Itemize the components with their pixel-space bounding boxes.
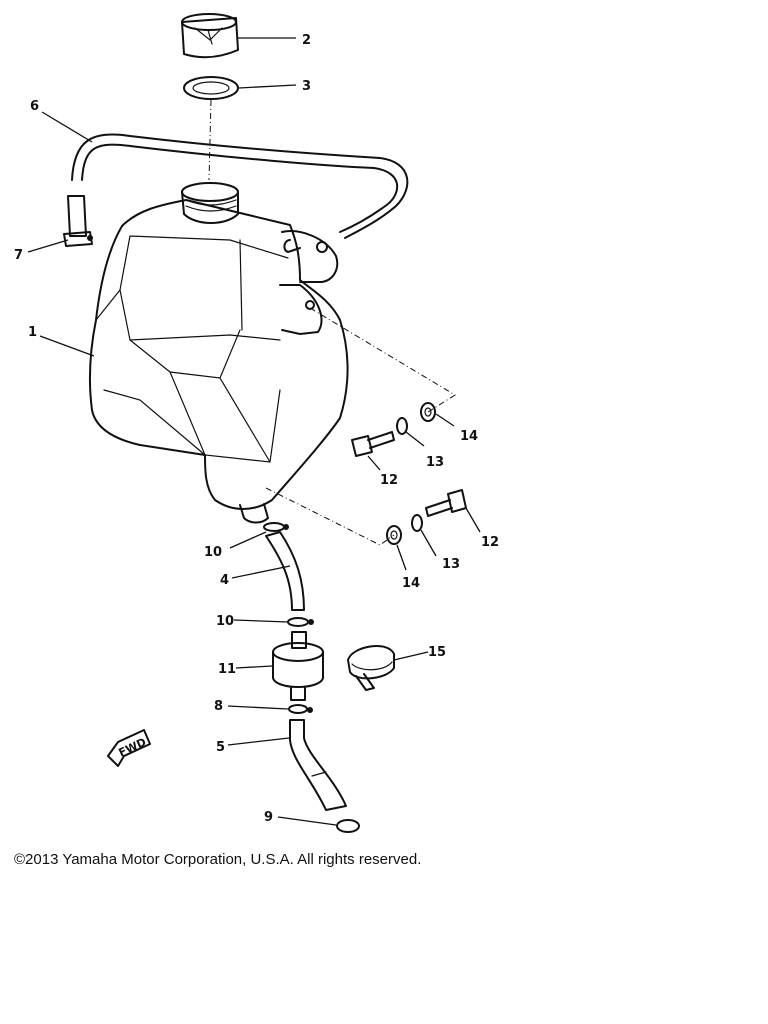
callout-6: 6 bbox=[30, 99, 39, 114]
callout-14-lower: 14 bbox=[402, 576, 420, 591]
washer-14-upper bbox=[420, 402, 436, 422]
washer-13-lower bbox=[411, 514, 423, 532]
clamp-8 bbox=[288, 704, 313, 714]
callout-13-upper: 13 bbox=[426, 455, 444, 470]
washer-14-lower bbox=[386, 525, 402, 545]
callout-7: 7 bbox=[14, 248, 23, 263]
clamp-9 bbox=[336, 819, 360, 833]
axis-line bbox=[208, 99, 212, 181]
callout-3: 3 bbox=[302, 79, 311, 94]
callout-15: 15 bbox=[428, 645, 446, 660]
fuel-hose-5 bbox=[289, 719, 347, 811]
callout-2: 2 bbox=[302, 33, 311, 48]
clamp-10-lower bbox=[287, 617, 314, 627]
fwd-arrow-icon: FWD bbox=[107, 729, 151, 767]
callout-12-lower: 12 bbox=[481, 535, 499, 550]
callout-13-lower: 13 bbox=[442, 557, 460, 572]
alignment-line-lower bbox=[265, 487, 395, 546]
parts-diagram: FWD 2 3 6 7 1 14 13 12 12 13 14 10 4 10 … bbox=[14, 13, 499, 833]
copyright-notice: ©2013 Yamaha Motor Corporation, U.S.A. A… bbox=[14, 851, 422, 868]
fuel-hose-4 bbox=[265, 531, 305, 611]
callout-10-lower: 10 bbox=[216, 614, 234, 629]
fwd-label: FWD bbox=[117, 735, 149, 759]
alignment-line-upper bbox=[309, 307, 456, 413]
bolt-12-lower bbox=[425, 489, 467, 517]
clamp-10-upper bbox=[263, 522, 289, 532]
callout-10-upper: 10 bbox=[204, 545, 222, 560]
hose-clip-7 bbox=[63, 231, 93, 247]
fuel-filter bbox=[272, 631, 324, 701]
callout-12-upper: 12 bbox=[380, 473, 398, 488]
leader-lines bbox=[27, 37, 481, 826]
callout-1: 1 bbox=[28, 325, 37, 340]
callout-14-upper: 14 bbox=[460, 429, 478, 444]
callout-8: 8 bbox=[214, 699, 223, 714]
callout-5: 5 bbox=[216, 740, 225, 755]
band-15 bbox=[347, 645, 395, 691]
breather-hose bbox=[67, 133, 409, 239]
bolt-12-upper bbox=[351, 431, 395, 457]
washer-13-upper bbox=[396, 417, 408, 435]
cap-gasket bbox=[183, 76, 239, 100]
callout-11: 11 bbox=[218, 662, 236, 677]
callout-9: 9 bbox=[264, 810, 273, 825]
fuel-tank bbox=[88, 182, 349, 524]
fuel-cap bbox=[181, 13, 239, 59]
callout-4: 4 bbox=[220, 573, 229, 588]
